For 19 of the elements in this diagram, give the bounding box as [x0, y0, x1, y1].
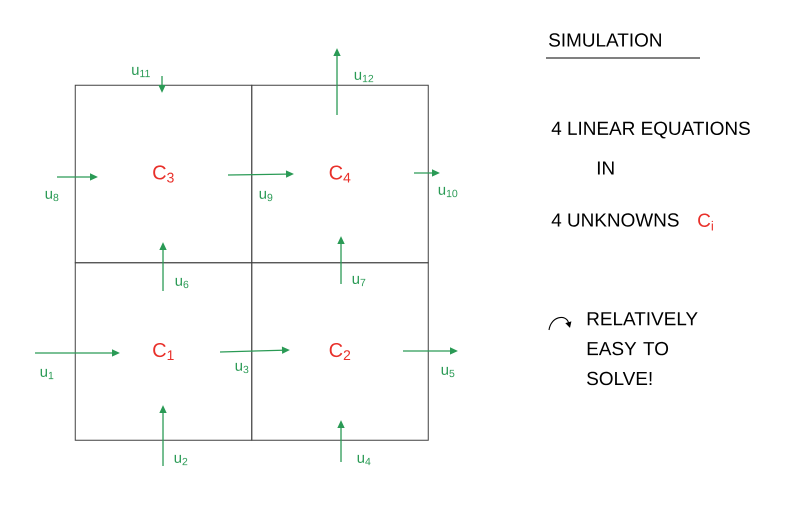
edge-label: u$_{4}$ — [356, 454, 372, 466]
note-text: 4 LINEAR EQUATIONS — [552, 122, 750, 138]
note-text: IN — [598, 162, 614, 174]
edge-label: u$_{3}$ — [234, 362, 250, 374]
edge-label: u$_{12}$ — [352, 70, 376, 84]
edge-label: u$_{2}$ — [172, 454, 190, 466]
edge-label: u$_{5}$ — [440, 366, 456, 378]
edge-label: u$_{7}$ — [350, 274, 368, 288]
edge-label: u$_{9}$ — [258, 190, 274, 202]
edge-label: u$_{6}$ — [174, 276, 190, 290]
edge-label: u$_{11}$ — [130, 66, 152, 78]
edge-label: u$_{10}$ — [436, 186, 460, 198]
edge-label: u$_{1}$ — [38, 368, 56, 380]
cell-box: C$_{3}$ — [74, 84, 252, 264]
note-text: 4 UNKNOWNS — [552, 213, 679, 227]
note-text: RELATIVELY EASY TO SOLVE! — [587, 312, 698, 386]
note-text: C$_{i}$ — [698, 214, 713, 230]
title: SIMULATION — [546, 33, 700, 58]
edge-label: u$_{8}$ — [44, 190, 60, 202]
